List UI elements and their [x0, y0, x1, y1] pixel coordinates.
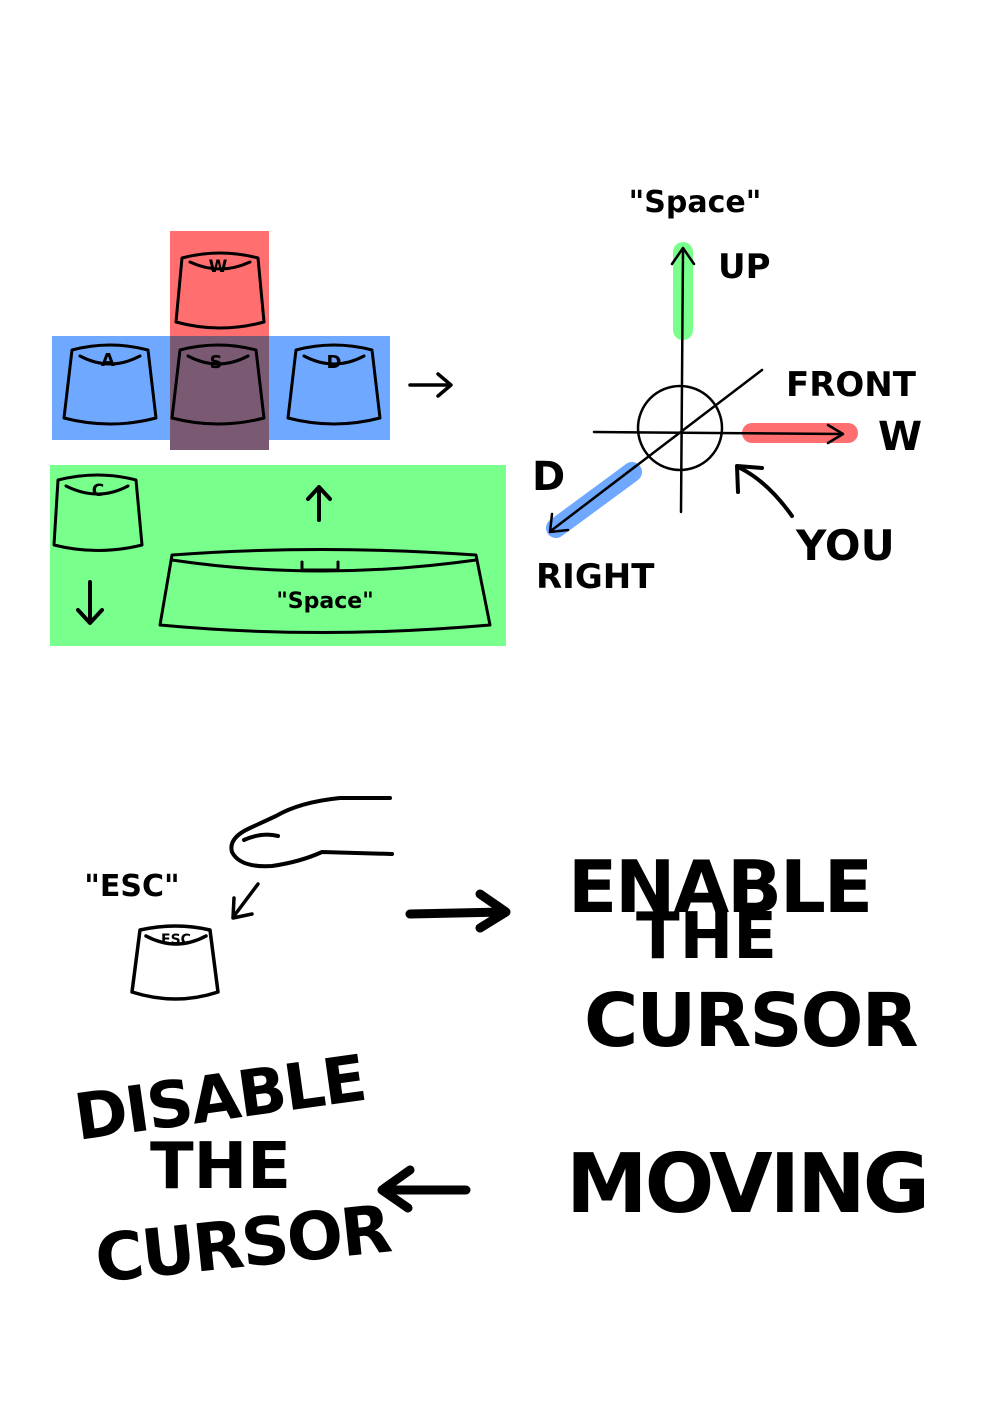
w-axis-label: W [878, 414, 922, 460]
arrow-up-icon [306, 485, 332, 522]
w-key-label: W [209, 257, 228, 277]
esc-key-label: ESC [161, 932, 191, 948]
space-key[interactable]: "Space" [158, 548, 492, 634]
moving-label: MOVING [566, 1137, 927, 1232]
right-arrowhead [548, 512, 570, 534]
arrow-left-icon [377, 1165, 471, 1213]
d-key[interactable]: D [286, 343, 382, 426]
w-key[interactable]: W [174, 251, 266, 330]
up-label: UP [718, 247, 771, 287]
red-highlight [170, 231, 269, 343]
vertical-axis [679, 248, 685, 514]
front-label: FRONT [786, 365, 917, 405]
disable-line-2: THE [150, 1130, 291, 1204]
press-arrow-icon [231, 882, 260, 920]
d-axis-label: D [532, 454, 565, 500]
finger-icon [229, 796, 394, 869]
enable-line-2: THE [636, 900, 777, 974]
a-key-label: A [101, 350, 115, 371]
overlap-highlight [170, 336, 269, 450]
s-key-label: S [210, 352, 223, 373]
depth-axis [550, 368, 764, 532]
space-key-caption: "Space" [276, 589, 373, 614]
a-key[interactable]: A [62, 343, 158, 426]
right-label: RIGHT [536, 557, 655, 597]
axes-diagram: "Space" UP FRONT W D RIGHT YOU [532, 185, 922, 597]
esc-label: "ESC" [84, 869, 179, 904]
space-axis-label: "Space" [629, 185, 762, 220]
c-key-label: C [92, 481, 104, 501]
you-label: YOU [795, 521, 895, 570]
enable-line-1: ENABLE [568, 845, 871, 929]
arrow-down-icon [76, 580, 104, 625]
keyboard-cluster: W A S D C [50, 231, 506, 646]
s-key[interactable]: S [170, 343, 266, 426]
esc-section: "ESC" ESC ENABLE THE CURSOR DISABLE THE … [70, 796, 930, 1298]
d-key-label: D [327, 352, 342, 373]
keycap-icon[interactable]: ESC [130, 924, 220, 1001]
c-key[interactable]: C [52, 473, 144, 552]
arrow-right-icon [405, 889, 511, 933]
front-arrowhead [826, 423, 845, 445]
disable-line-3: CURSOR [92, 1190, 395, 1298]
origin-circle [636, 384, 724, 472]
you-arrow-icon [735, 464, 794, 518]
enable-line-3: CURSOR [584, 978, 918, 1064]
horizontal-axis [592, 430, 844, 436]
up-arrowhead [670, 246, 696, 266]
arrow-right-icon [408, 372, 453, 398]
green-highlight [50, 465, 506, 646]
